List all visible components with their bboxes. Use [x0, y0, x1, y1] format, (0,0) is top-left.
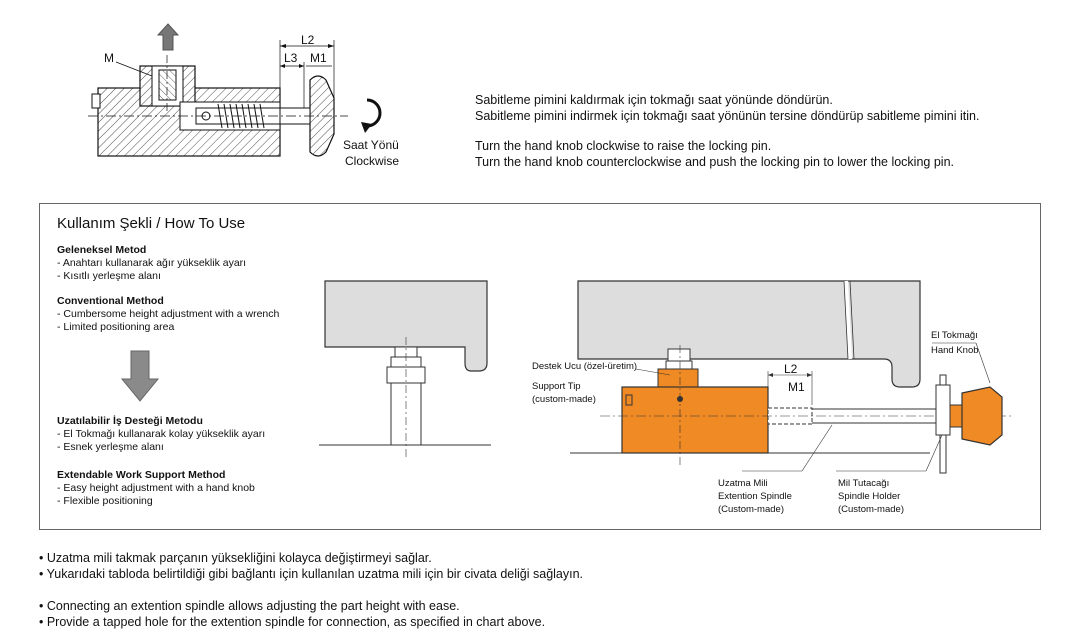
instruction-en-1: Turn the hand knob clockwise to raise th… — [475, 139, 772, 153]
instruction-tr-2: Sabitleme pimini indirmek için tokmağı s… — [475, 109, 980, 123]
instructions: Sabitleme pimini kaldırmak için tokmağı … — [475, 92, 979, 170]
extendable-method-en: Extendable Work Support Method - Easy he… — [57, 469, 255, 508]
instruction-en-2: Turn the hand knob counterclockwise and … — [475, 155, 954, 169]
label-l3: L3 — [284, 51, 298, 65]
traditional-method: Geleneksel Metod - Anahtarı kullanarak a… — [57, 244, 246, 283]
holder-label-en: Spindle Holder — [838, 491, 901, 502]
hand-knob-label-en: Hand Knob — [931, 345, 979, 356]
bullet-item: • Uzatma mili takmak parçanın yüksekliği… — [39, 551, 432, 565]
holder-label-custom: (Custom-made) — [838, 504, 904, 515]
down-arrow-icon — [120, 350, 160, 402]
ext-spindle-label-tr: Uzatma Mili — [718, 478, 768, 489]
extendable-tr-item: - Esnek yerleşme alanı — [57, 441, 164, 453]
extendable-method-tr: Uzatılabilir İş Desteği Metodu - El Tokm… — [57, 415, 265, 454]
extendable-support-sketch — [570, 280, 1014, 474]
conventional-heading: Conventional Method — [57, 295, 164, 307]
bullet-item: • Connecting an extention spindle allows… — [39, 599, 460, 613]
holder-label-tr: Mil Tutacağı — [838, 478, 890, 489]
up-arrow-icon — [156, 23, 180, 51]
traditional-heading: Geleneksel Metod — [57, 244, 147, 256]
label-m1: M1 — [310, 51, 327, 65]
conventional-item: - Cumbersome height adjustment with a wr… — [57, 308, 280, 320]
support-tip-label-en: Support Tip — [532, 381, 581, 392]
instruction-tr-1: Sabitleme pimini kaldırmak için tokmağı … — [475, 93, 833, 107]
rotation-label-tr: Saat Yönü — [343, 138, 399, 152]
hand-knob-label-tr: El Tokmağı — [931, 330, 978, 341]
bullet-list: • Uzatma mili takmak parçanın yüksekliği… — [39, 550, 583, 630]
rotation-label-en: Clockwise — [345, 154, 400, 168]
extendable-en-heading: Extendable Work Support Method — [57, 469, 226, 481]
extendable-en-item: - Flexible positioning — [57, 495, 153, 507]
how-to-use-title: Kullanım Şekli / How To Use — [57, 215, 246, 232]
conventional-item: - Limited positioning area — [57, 321, 175, 333]
support-tip-label-tr: Destek Ucu (özel-üretim) — [532, 361, 638, 372]
conventional-support-sketch — [319, 280, 491, 457]
how-to-use-panel: Kullanım Şekli / How To Use Geleneksel M… — [39, 203, 1041, 530]
traditional-item: - Anahtarı kullanarak ağır yükseklik aya… — [57, 257, 247, 269]
locking-pin-diagram — [88, 23, 382, 157]
label-m: M — [104, 51, 114, 65]
ext-spindle-label-custom: (Custom-made) — [718, 504, 784, 515]
dim-l2-label: L2 — [784, 362, 798, 376]
clockwise-rotation-icon — [366, 98, 382, 128]
bullet-item: • Provide a tapped hole for the extentio… — [39, 615, 546, 629]
extendable-tr-heading: Uzatılabilir İş Desteği Metodu — [57, 415, 203, 427]
dim-m1-label: M1 — [788, 380, 805, 394]
conventional-method: Conventional Method - Cumbersome height … — [57, 295, 279, 334]
extendable-en-item: - Easy height adjustment with a hand kno… — [57, 482, 255, 494]
extendable-tr-item: - El Tokmağı kullanarak kolay yükseklik … — [57, 428, 266, 440]
support-tip-label-custom: (custom-made) — [532, 394, 596, 405]
bullet-item: • Yukarıdaki tabloda belirtildiği gibi b… — [39, 567, 584, 581]
ext-spindle-label-en: Extention Spindle — [718, 491, 792, 502]
traditional-item: - Kısıtlı yerleşme alanı — [57, 270, 161, 282]
label-l2: L2 — [301, 33, 315, 47]
